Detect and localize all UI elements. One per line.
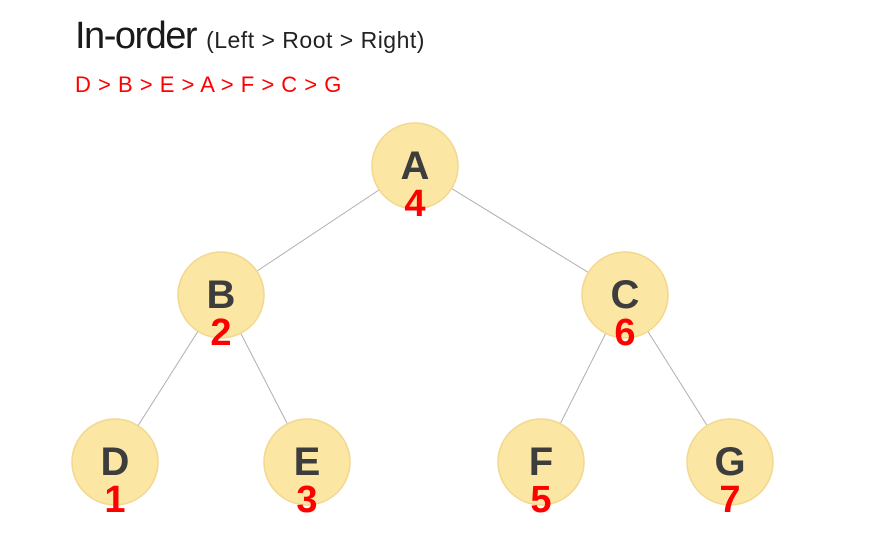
node-visit-order-A: 4 [404, 183, 425, 225]
tree-node-C: C6 [581, 251, 669, 354]
traversal-sequence: D > B > E > A > F > C > G [75, 71, 342, 97]
node-circle-D [71, 418, 159, 506]
page-title: In-order [75, 15, 198, 57]
tree-node-B: B2 [177, 251, 265, 354]
node-visit-order-F: 5 [530, 479, 551, 521]
node-circle-A [371, 122, 459, 210]
node-visit-order-D: 1 [104, 479, 125, 521]
tree-node-A: A4 [371, 122, 459, 225]
node-circle-C [581, 251, 669, 339]
node-visit-order-B: 2 [210, 312, 231, 354]
node-label-B: B [207, 273, 236, 317]
tree-node-E: E3 [263, 418, 351, 521]
header: In-order (Left > Root > Right) D > B > E… [75, 15, 425, 98]
node-visit-order-C: 6 [614, 312, 635, 354]
node-visit-order-G: 7 [719, 479, 740, 521]
node-circle-E [263, 418, 351, 506]
node-visit-order-E: 3 [296, 479, 317, 521]
node-label-D: D [101, 440, 130, 484]
node-label-F: F [529, 440, 553, 484]
node-circle-F [497, 418, 585, 506]
node-circle-G [686, 418, 774, 506]
node-label-G: G [714, 440, 745, 484]
node-circle-B [177, 251, 265, 339]
node-label-A: A [401, 144, 430, 188]
title-line: In-order (Left > Root > Right) [75, 15, 425, 58]
page-subtitle: (Left > Root > Right) [206, 27, 425, 53]
node-label-E: E [294, 440, 321, 484]
tree-node-G: G7 [686, 418, 774, 521]
tree-node-F: F5 [497, 418, 585, 521]
tree-node-D: D1 [71, 418, 159, 521]
node-label-C: C [611, 273, 640, 317]
